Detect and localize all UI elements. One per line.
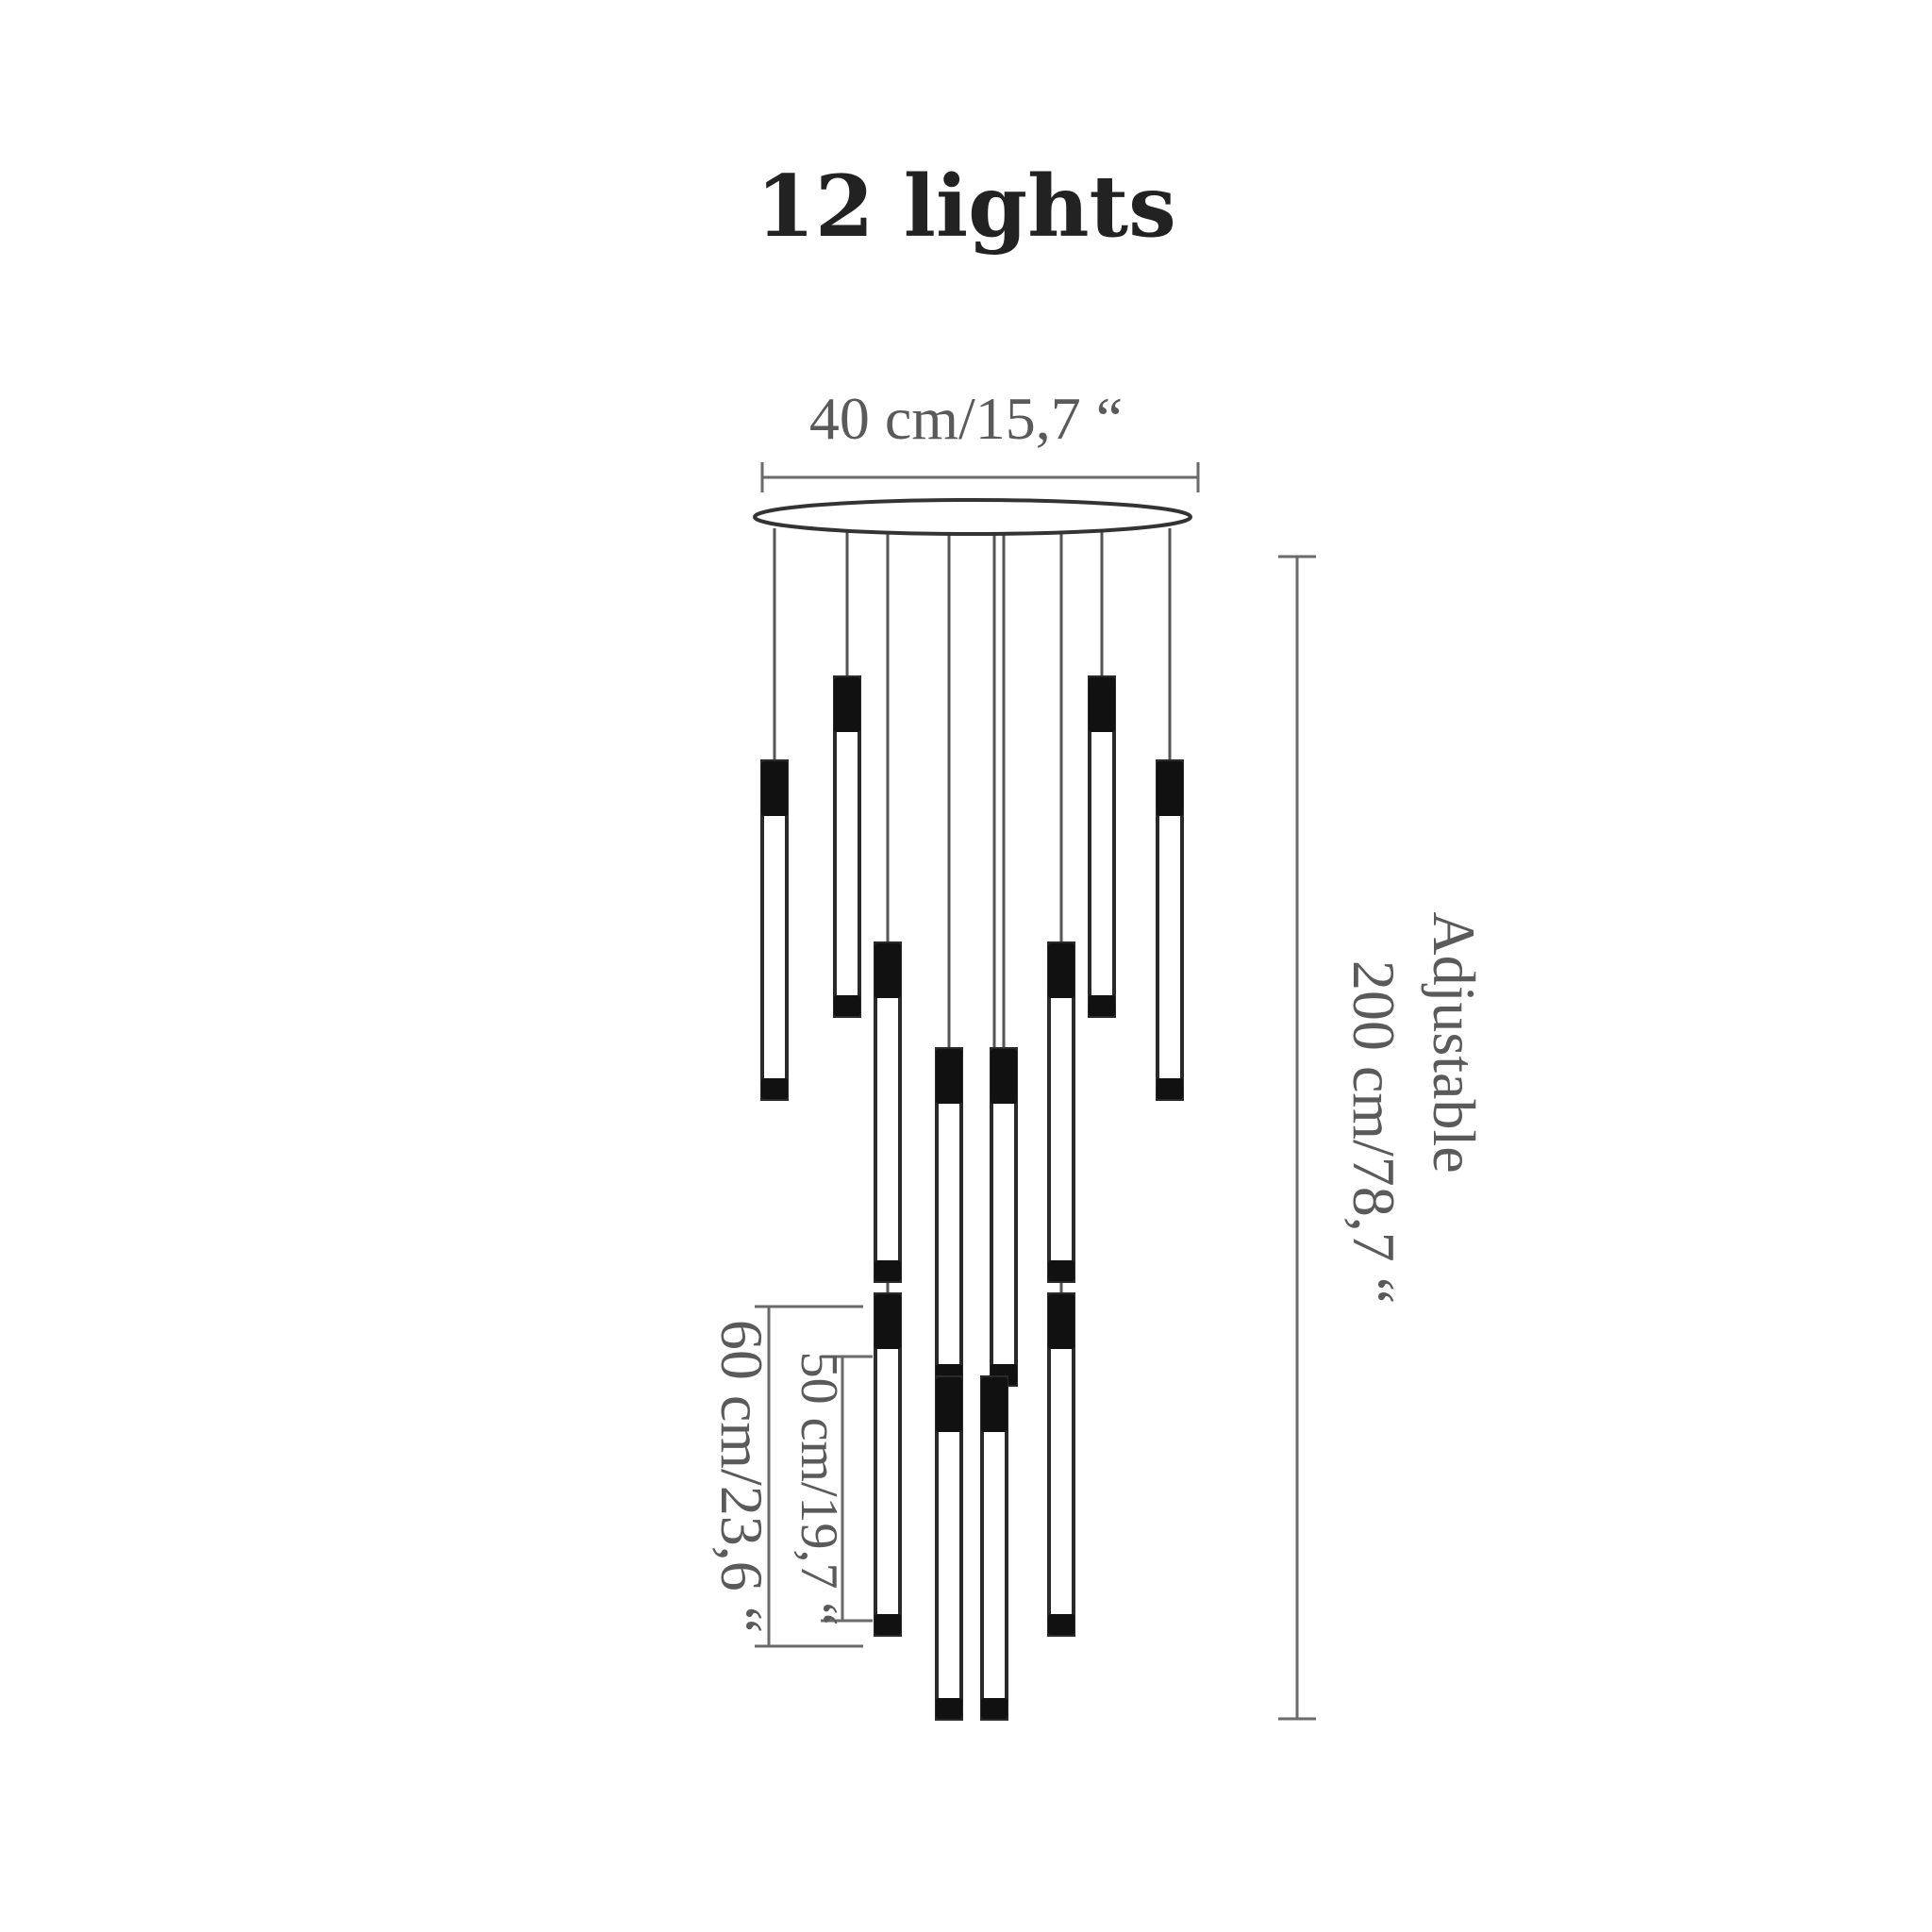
tube-top-cap	[761, 761, 788, 816]
tube-top-cap	[981, 1377, 1008, 1432]
tube-bottom-cap	[981, 1698, 1008, 1719]
pendant-tube	[833, 675, 861, 1018]
tube-bottom-cap	[1048, 1260, 1074, 1281]
ceiling-canopy	[753, 498, 1192, 536]
pendant-tube	[1047, 941, 1075, 1283]
tube-bottom-cap	[874, 1260, 901, 1281]
tube-bottom-cap	[874, 1614, 901, 1635]
pendant-tube	[874, 941, 902, 1283]
pendant-tube	[935, 1375, 963, 1721]
tube-diffuser	[874, 1292, 902, 1637]
overall-height-label: 200 cm/78,7 “	[1341, 960, 1407, 1304]
pendant-tube	[980, 1375, 1008, 1721]
tube-diffuser	[874, 941, 902, 1283]
tube-diffuser	[935, 1047, 963, 1387]
pendant-tube	[935, 1047, 963, 1387]
tube-top-cap	[1048, 1294, 1074, 1349]
canopy-width-dimension-line	[760, 462, 1200, 492]
tube-length-dimension-line	[821, 1355, 873, 1623]
tube-bottom-cap	[834, 995, 860, 1016]
tube-bottom-cap	[1089, 995, 1115, 1016]
pendant-tube	[990, 1047, 1018, 1387]
tube-top-cap	[936, 1377, 962, 1432]
pendant-tube	[874, 1292, 902, 1637]
tube-bottom-cap	[1157, 1078, 1183, 1099]
tube-top-cap	[1048, 943, 1074, 998]
tube-top-cap	[1089, 677, 1115, 732]
tube-top-cap	[1157, 761, 1183, 816]
tube-length-label: 50 cm/19,7 “	[790, 1352, 848, 1626]
tube-diffuser	[760, 759, 789, 1101]
pendant-tube	[1156, 759, 1184, 1101]
overall-height-dimension-line	[1278, 555, 1316, 1721]
tube-bottom-cap	[1048, 1614, 1074, 1635]
tube-top-cap	[834, 677, 860, 732]
tube-top-cap	[936, 1049, 962, 1104]
tube-top-cap	[874, 1294, 901, 1349]
light-tubes	[760, 675, 1184, 1721]
pendant-tube	[1047, 1292, 1075, 1637]
canopy-width-label: 40 cm/15,7 “	[809, 385, 1123, 452]
pendant-tube	[1088, 675, 1116, 1018]
pendant-tube	[760, 759, 789, 1101]
tube-top-cap	[991, 1049, 1017, 1104]
fixture-length-label: 60 cm/23,6 “	[708, 1320, 775, 1633]
fixture-length-dimension-line	[755, 1305, 863, 1648]
tube-top-cap	[874, 943, 901, 998]
tube-bottom-cap	[936, 1698, 962, 1719]
tube-bottom-cap	[761, 1078, 788, 1099]
diagram-title: 12 lights	[756, 157, 1176, 257]
adjustable-label: Adjustable	[1421, 911, 1488, 1173]
